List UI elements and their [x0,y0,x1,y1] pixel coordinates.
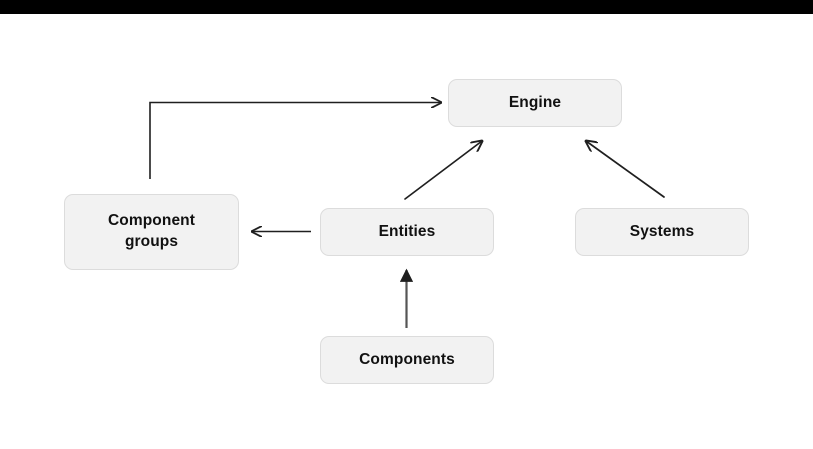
node-component-groups[interactable]: Component groups [64,194,239,270]
node-components-label: Components [359,350,455,368]
node-systems-label: Systems [629,222,695,240]
node-engine[interactable]: Engine [448,79,622,127]
node-component-groups-label: Component groups [108,212,195,250]
node-entities-label: Entities [378,222,436,240]
node-engine-label: Engine [508,93,562,111]
node-components[interactable]: Components [320,336,494,384]
node-systems[interactable]: Systems [575,208,749,256]
top-black-bar [0,0,813,14]
node-entities[interactable]: Entities [320,208,494,256]
